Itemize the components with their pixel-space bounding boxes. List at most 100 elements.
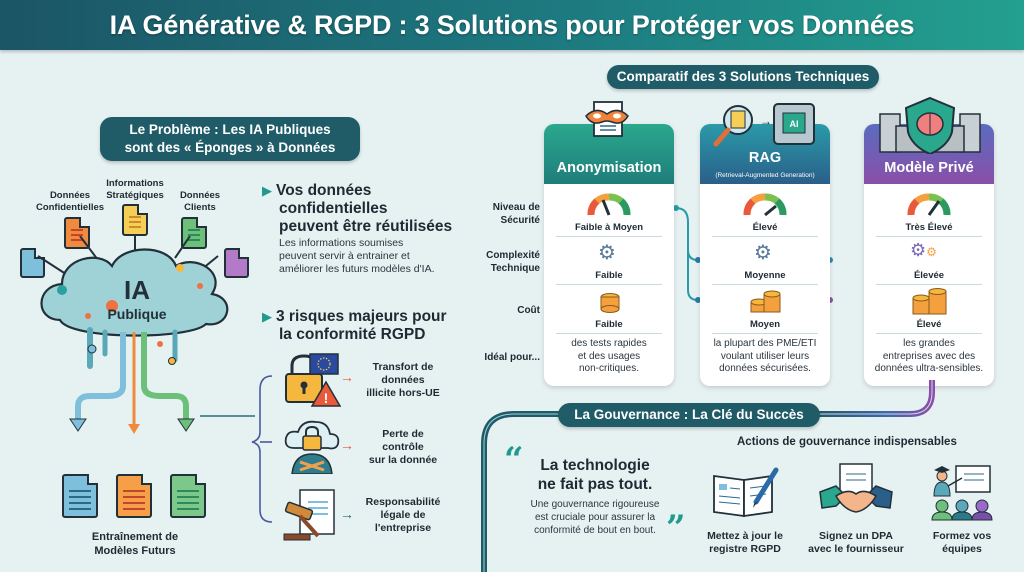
- label-line: Perte de: [382, 428, 424, 440]
- title-line: peuvent être réutilisées: [279, 218, 453, 235]
- coin-stacks-icon: [750, 290, 781, 313]
- card-title: RAG: [748, 150, 782, 166]
- problem-title-line-2: sont des « Éponges » à Données: [124, 140, 336, 155]
- quote-line: ne fait pas tout.: [537, 476, 653, 493]
- card-title: Anonymisation: [556, 160, 662, 176]
- document-icon-green: [181, 217, 207, 249]
- handshake-document-icon: [819, 463, 893, 513]
- title-line: confidentielles: [279, 200, 388, 217]
- cloud-label-ia: IA: [124, 275, 150, 305]
- body-line: peuvent servir à entrainer et: [279, 250, 410, 262]
- label-line: Technique: [490, 263, 540, 274]
- lock-eu-warning-icon: !: [285, 353, 342, 407]
- arrow-right-icon: →: [340, 369, 354, 385]
- action-line: équipes: [942, 543, 982, 555]
- action-line: Mettez à jour le: [707, 530, 783, 542]
- card-title: Modèle Privé: [884, 160, 974, 176]
- security-gauge-icon: [907, 193, 951, 216]
- point-data-reuse-title: ▶ Vos données confidentielles peuvent êtr…: [262, 182, 452, 236]
- card-subtitle: (Retrieval-Augmented Generation): [715, 172, 815, 179]
- close-quote-icon: ”: [666, 508, 686, 548]
- training-document-green: [170, 474, 206, 518]
- action-line: registre RGPD: [709, 543, 781, 555]
- complexity-value: Moyenne: [744, 270, 786, 281]
- document-icon-orange: [64, 217, 90, 249]
- governance-frame: [481, 380, 935, 572]
- training-label: Entraînement de Modèles Futurs: [70, 530, 200, 558]
- divider: [876, 284, 982, 285]
- title-line: 3 risques majeurs pour: [276, 308, 447, 325]
- magnifier-document-safe-icon: → AI: [713, 103, 815, 147]
- label-line: Entraînement de: [91, 531, 179, 543]
- cloud-lock-person-icon: [284, 420, 340, 474]
- divider: [876, 333, 982, 334]
- body-line: Les informations soumises: [279, 237, 404, 249]
- security-value: Élevé: [752, 222, 778, 233]
- label-line: données: [381, 374, 425, 386]
- multiple-gears-icon: ⚙⚙: [910, 240, 937, 260]
- title-line: la conformité RGPD: [279, 326, 426, 343]
- svg-text:AI: AI: [790, 119, 799, 129]
- label-line: Confidentielles: [35, 202, 105, 213]
- label-line: Données: [49, 190, 91, 201]
- divider: [876, 236, 982, 237]
- risk-label-liability: Responsabilité légale de l'entreprise: [356, 496, 450, 535]
- action-line: Signez un DPA: [819, 530, 893, 542]
- triangle-bullet-icon: ▶: [262, 183, 272, 198]
- label-line: Transfort de: [372, 361, 434, 373]
- label-line: Clients: [184, 202, 216, 213]
- book-pen-icon: [713, 467, 779, 518]
- cost-value: Moyen: [749, 319, 781, 330]
- triangle-bullet-icon: ▶: [262, 309, 272, 324]
- comparison-section-title: Comparatif des 3 Solutions Techniques: [607, 65, 879, 89]
- divider: [556, 333, 662, 334]
- label-line: contrôle: [382, 441, 424, 453]
- public-ai-cloud-icon: [37, 236, 255, 434]
- ideal-for-text: la plupart des PME/ETI voulant utiliser …: [706, 338, 824, 376]
- masked-document-icon: [585, 101, 629, 137]
- open-quote-icon: “: [504, 440, 524, 480]
- governance-section-title: La Gouvernance : La Clé du Succès: [558, 403, 820, 427]
- input-label-clients: Données Clients: [170, 190, 230, 214]
- label-line: l'entreprise: [374, 522, 432, 534]
- ideal-line: entreprises avec des: [882, 350, 976, 362]
- point-data-reuse-body: Les informations soumises peuvent servir…: [279, 237, 435, 276]
- header-banner: IA Générative & RGPD : 3 Solutions pour …: [0, 0, 1024, 50]
- label-line: Sécurité: [500, 215, 540, 226]
- gavel-document-icon: [283, 489, 335, 541]
- action-update-register: Mettez à jour le registre RGPD: [700, 530, 790, 556]
- gear-icon: ⚙: [754, 242, 772, 264]
- solution-card-rag: RAG (Retrieval-Augmented Generation) Éle…: [700, 124, 830, 386]
- label-line: sur la donnée: [368, 454, 438, 466]
- ideal-line: les grandes: [903, 338, 955, 349]
- divider: [556, 236, 662, 237]
- page-title: IA Générative & RGPD : 3 Solutions pour …: [109, 9, 915, 40]
- teacher-presentation-icon: [931, 465, 993, 521]
- divider: [556, 284, 662, 285]
- row-label-cost: Coût: [517, 305, 540, 316]
- label-line: Modèles Futurs: [94, 545, 176, 557]
- risk-label-transfer: Transfort de données illicite hors-UE: [358, 361, 448, 400]
- quote-line: La technologie: [540, 457, 650, 474]
- solution-card-modele-prive: Modèle Privé Très Élevé ⚙⚙ Élevée Élevé …: [864, 124, 994, 386]
- solution-card-anonymisation: Anonymisation Faible à Moyen ⚙ Faible Fa…: [544, 124, 674, 386]
- large-coin-stacks-icon: [912, 288, 947, 315]
- body-line: améliorer les futurs modèles d'IA.: [279, 263, 435, 275]
- problem-title-line-1: Le Problème : Les IA Publiques: [129, 122, 331, 137]
- quote-line: conformité de bout en bout.: [534, 525, 656, 536]
- actions-title: Actions de gouvernance indispensables: [737, 436, 957, 448]
- title-line: Vos données: [276, 182, 372, 199]
- cost-value: Faible: [595, 319, 623, 330]
- label-line: Informations: [106, 178, 164, 189]
- ideal-line: données sécurisées.: [719, 363, 811, 374]
- training-document-blue: [62, 474, 98, 518]
- label-line: Complexité: [486, 250, 540, 261]
- arrow-right-icon: →: [340, 506, 354, 522]
- action-line: Formez vos: [932, 530, 992, 542]
- action-line: avec le fournisseur: [808, 543, 904, 555]
- complexity-value: Faible: [595, 270, 623, 281]
- castle-shield-brain-icon: [879, 96, 981, 154]
- quote-line: Une gouvernance rigoureuse: [530, 499, 660, 510]
- security-value: Très Élevé: [905, 222, 953, 233]
- ideal-line: voulant utiliser leurs: [720, 350, 810, 362]
